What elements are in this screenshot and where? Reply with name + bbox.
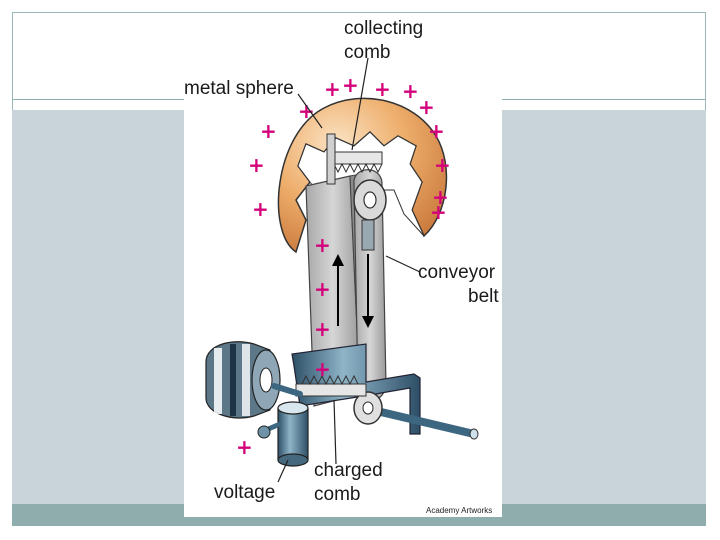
- label-voltage: voltage: [214, 482, 275, 503]
- image-credit: Academy Artworks: [426, 506, 492, 515]
- charge-plus: +: [298, 99, 315, 123]
- collecting-comb: [326, 133, 383, 185]
- charge-plus: +: [260, 119, 277, 143]
- charge-plus: +: [314, 277, 331, 301]
- label-metal-sphere: metal sphere: [184, 78, 294, 99]
- charge-plus: +: [314, 233, 331, 257]
- leader-lines: [277, 57, 421, 483]
- diagram-svg: + + + + + + + + + + + + + + + + + +: [184, 18, 499, 515]
- charge-plus: +: [418, 95, 435, 119]
- charged-comb: [295, 374, 367, 397]
- label-collecting-comb-line2: comb: [344, 42, 390, 63]
- label-charged-comb-line2: comb: [314, 484, 360, 505]
- label-charged-comb-line1: charged: [314, 460, 383, 481]
- voltage-source: [257, 401, 309, 467]
- charge-plus: +: [314, 357, 331, 381]
- charge-plus: +: [236, 435, 253, 459]
- charge-plus: +: [432, 185, 449, 209]
- charge-plus: +: [402, 79, 419, 103]
- top-pulley: [353, 179, 387, 251]
- label-conveyor-belt-line1: conveyor: [418, 262, 496, 283]
- charge-plus: +: [248, 153, 265, 177]
- charge-plus: +: [374, 77, 391, 101]
- van-de-graaff-diagram: + + + + + + + + + + + + + + + + + +: [184, 14, 502, 517]
- charge-plus: +: [342, 73, 359, 97]
- label-collecting-comb-line1: collecting: [344, 18, 423, 39]
- motor: [205, 341, 303, 419]
- charge-plus: +: [314, 317, 331, 341]
- charge-plus: +: [430, 200, 447, 224]
- belt-arrows: [332, 254, 374, 328]
- charge-plus: +: [324, 77, 341, 101]
- bottom-pulley: [353, 391, 479, 440]
- charge-plus: +: [428, 119, 445, 143]
- charge-plus: +: [434, 153, 451, 177]
- label-conveyor-belt-line2: belt: [468, 286, 499, 307]
- positive-charges: + + + + + + + + + + + + + + + + + +: [236, 73, 451, 459]
- charge-plus: +: [252, 197, 269, 221]
